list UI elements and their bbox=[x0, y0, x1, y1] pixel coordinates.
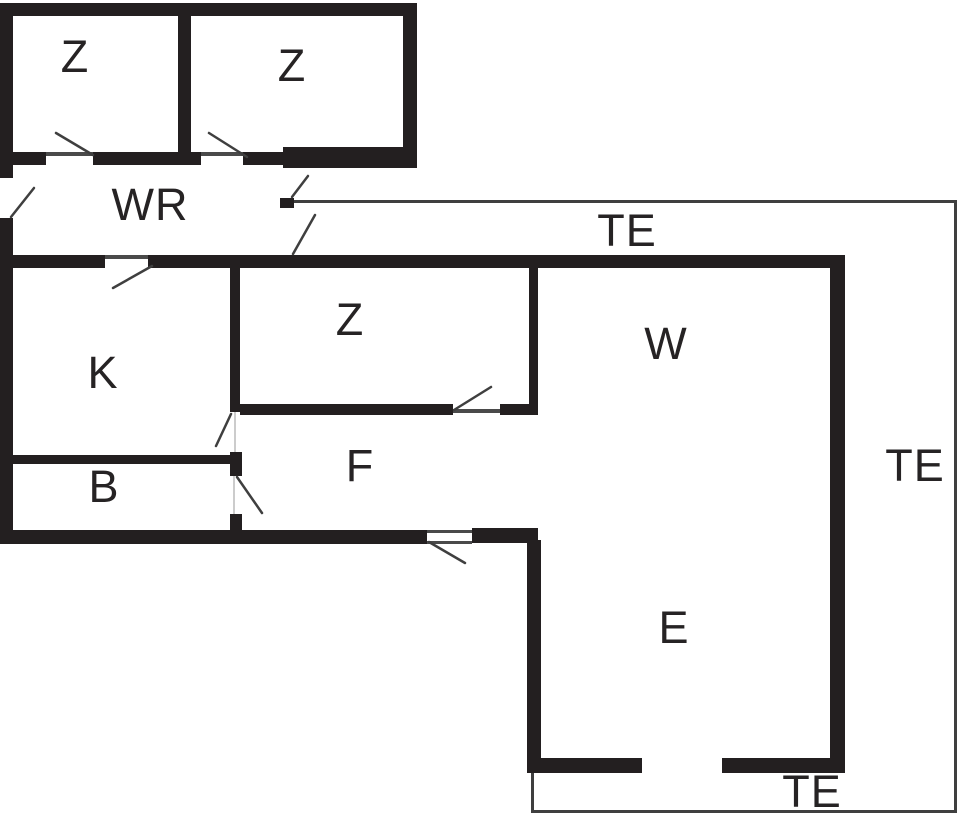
wall-top-outer bbox=[0, 3, 417, 16]
sill-z3-door bbox=[453, 409, 500, 413]
jamb-k-f-door bbox=[234, 412, 236, 452]
terrace-line-connector bbox=[531, 773, 534, 813]
wall-e-bottom-a bbox=[527, 758, 642, 773]
swing-wr-terrace-lower-door bbox=[291, 213, 317, 256]
room-label-w: W bbox=[644, 318, 688, 369]
threshold-entry-top bbox=[427, 530, 472, 533]
wall-zblock-bottom-c bbox=[243, 152, 283, 165]
wall-wr-right-jamb bbox=[280, 198, 294, 208]
wall-zblock-bottom-a bbox=[13, 152, 46, 165]
terrace-lines bbox=[294, 200, 957, 813]
wall-main-top-a bbox=[0, 255, 105, 268]
threshold-entry-bottom bbox=[427, 541, 472, 544]
room-label-te-right: TE bbox=[885, 440, 945, 491]
swing-z3-door bbox=[452, 385, 493, 412]
swing-k-f-door bbox=[214, 412, 233, 448]
wall-zblock-bottom-right bbox=[283, 147, 417, 168]
wall-k-f-stub bbox=[230, 452, 242, 476]
room-label-k: K bbox=[87, 347, 119, 398]
room-label-f: F bbox=[345, 440, 375, 491]
room-label-te-bottom: TE bbox=[782, 766, 842, 817]
room-label-z3: Z bbox=[335, 294, 365, 345]
walls bbox=[0, 3, 845, 773]
wall-z3-bottom-a bbox=[240, 404, 453, 415]
wall-k-z-divider bbox=[230, 268, 240, 412]
sill-z1-door bbox=[46, 152, 93, 156]
wall-b-top bbox=[13, 455, 230, 464]
jamb-b-door bbox=[233, 476, 235, 514]
swing-wr-left-door bbox=[9, 186, 36, 219]
swing-z2-door bbox=[207, 131, 249, 159]
wall-e-left bbox=[527, 540, 541, 773]
terrace-line-top bbox=[294, 200, 957, 203]
room-label-e: E bbox=[658, 602, 690, 653]
wall-zblock-bottom-b bbox=[93, 152, 201, 165]
door-swings bbox=[9, 131, 493, 565]
wall-b-stub bbox=[230, 514, 242, 534]
sill-z2-door bbox=[201, 152, 243, 156]
swing-wr-k-door bbox=[111, 264, 154, 290]
terrace-line-bottom bbox=[531, 810, 957, 813]
wall-left-lower bbox=[0, 218, 13, 544]
terrace-line-right bbox=[954, 200, 957, 813]
room-label-te-top: TE bbox=[597, 205, 657, 256]
swing-z1-door bbox=[54, 131, 95, 157]
wall-z3-bottom-b bbox=[500, 404, 538, 415]
wall-e-bottom-b bbox=[722, 758, 845, 773]
door-sills bbox=[46, 152, 500, 544]
wall-w-e-right bbox=[830, 255, 845, 773]
room-label-b: B bbox=[88, 461, 120, 512]
wall-f-bottom-a bbox=[0, 530, 427, 544]
wall-z3-right bbox=[529, 268, 538, 415]
wall-main-top-b bbox=[148, 255, 845, 268]
swing-b-door bbox=[235, 475, 264, 515]
wall-zblock-right bbox=[403, 3, 417, 168]
wall-z-divider bbox=[178, 13, 191, 154]
wall-left-upper bbox=[0, 3, 13, 178]
room-label-z1: Z bbox=[60, 31, 90, 82]
room-label-z2: Z bbox=[277, 40, 307, 91]
room-label-wr: WR bbox=[111, 179, 189, 230]
door-jambs bbox=[233, 412, 236, 514]
sill-wr-k-door bbox=[105, 255, 148, 259]
wall-f-bottom-b bbox=[472, 528, 538, 543]
swing-entry-door bbox=[427, 540, 467, 565]
swing-wr-terrace-upper-door bbox=[290, 174, 310, 199]
